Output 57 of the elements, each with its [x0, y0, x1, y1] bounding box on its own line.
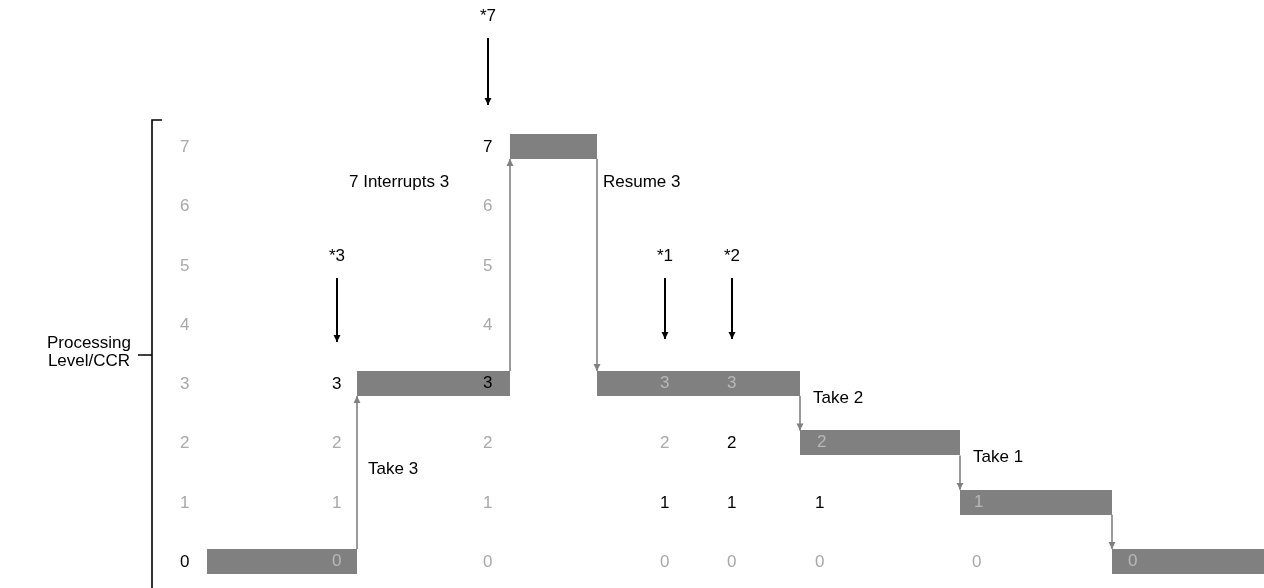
level-number: 0 — [180, 552, 190, 572]
level-number: 3 — [727, 373, 737, 394]
level-bar — [510, 133, 597, 159]
arrow — [484, 37, 492, 106]
level-number: 4 — [483, 314, 493, 335]
arrow — [333, 277, 341, 343]
level-number: 0 — [1128, 551, 1138, 571]
arrow — [593, 158, 601, 372]
level-number: 3 — [483, 373, 493, 394]
level-number: 0 — [815, 552, 825, 572]
level-number: 4 — [180, 314, 190, 335]
level-number: 2 — [180, 433, 190, 454]
interrupt-request-label: *7 — [478, 6, 498, 26]
arrow — [728, 277, 736, 341]
level-number: 0 — [483, 552, 493, 572]
level-number: 0 — [972, 552, 982, 572]
level-bar — [207, 549, 357, 574]
level-number: 5 — [483, 255, 493, 276]
level-number: 3 — [180, 374, 190, 395]
level-number: 2 — [727, 433, 737, 454]
level-number: 6 — [483, 196, 493, 217]
level-number: 0 — [727, 552, 737, 572]
interrupt-request-label: *3 — [327, 246, 347, 266]
arrow — [956, 454, 964, 491]
level-number: 2 — [483, 433, 493, 454]
edge-label: 7 Interrupts 3 — [347, 172, 452, 192]
level-number: 3 — [660, 373, 670, 394]
level-number: 1 — [974, 491, 984, 512]
level-bar — [960, 489, 1112, 515]
level-number: 1 — [180, 492, 190, 513]
level-bar — [597, 371, 800, 397]
level-number: 2 — [660, 433, 670, 454]
interrupt-request-label: *2 — [722, 246, 742, 266]
arrow — [506, 158, 514, 372]
level-number: 2 — [332, 433, 342, 454]
level-number: 1 — [727, 492, 737, 513]
level-bar — [1112, 549, 1264, 574]
level-number: 3 — [332, 374, 342, 395]
level-number: 1 — [660, 492, 670, 513]
level-number: 0 — [660, 552, 670, 572]
level-number: 7 — [180, 136, 190, 157]
level-number: 1 — [815, 492, 825, 513]
level-bar — [800, 430, 960, 456]
level-number: 2 — [817, 432, 827, 453]
arrow — [661, 277, 669, 341]
arrow — [353, 395, 361, 550]
level-number: 6 — [180, 196, 190, 217]
level-number: 1 — [332, 492, 342, 513]
axis-label: Processing Level/CCR — [45, 334, 133, 370]
arrow — [796, 395, 804, 432]
level-number: 5 — [180, 255, 190, 276]
level-number: 1 — [483, 492, 493, 513]
level-bar — [357, 371, 510, 397]
arrow — [1108, 513, 1116, 550]
level-number: 0 — [332, 551, 342, 571]
level-number: 7 — [483, 136, 493, 157]
interrupt-request-label: *1 — [655, 246, 675, 266]
